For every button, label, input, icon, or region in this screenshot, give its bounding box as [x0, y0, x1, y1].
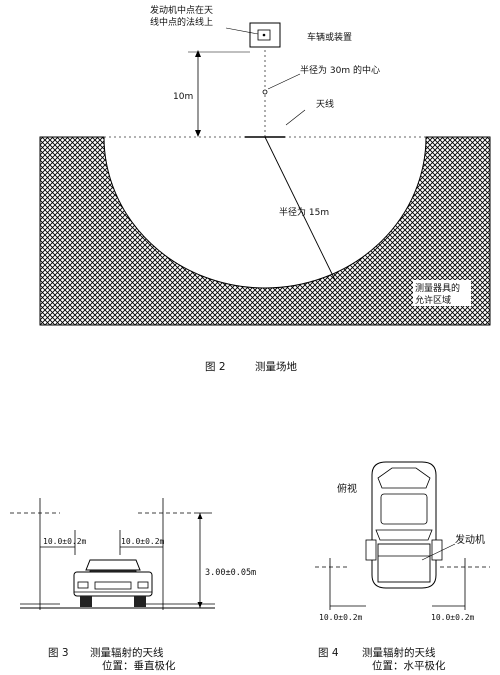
caption-title: 测量辐射的天线	[90, 646, 164, 659]
top-view-label: 俯视	[337, 482, 357, 495]
dim-right-label: 10.0±0.2m	[431, 613, 475, 622]
radius-label: 半径为 15m	[279, 206, 329, 218]
leader-engine	[225, 27, 259, 35]
caption-sub: 位置：水平极化	[372, 659, 446, 672]
vehicle-label: 车辆或装置	[307, 31, 352, 43]
figure-3: 10.0±0.2m 10.0±0.2m 3.00±0.05m 图 3 测量辐射的…	[10, 498, 256, 672]
caption-number: 图 3	[48, 647, 69, 659]
figure-2: 发动机中点在天 线中点的法线上 车辆或装置 半径为 30m 的中心 10m 天线…	[39, 4, 491, 373]
engine-note-line2: 线中点的法线上	[150, 16, 213, 28]
height-label: 3.00±0.05m	[205, 568, 256, 578]
car-top-view	[365, 461, 443, 589]
center-30m-icon	[262, 89, 268, 95]
caption-number: 图 2	[205, 361, 226, 373]
car-front-view	[73, 559, 153, 607]
height-arrow-down-icon	[197, 602, 203, 608]
arrow-up-icon	[195, 50, 201, 57]
engine-label: 发动机	[455, 533, 485, 546]
engine-center-dot	[262, 33, 266, 37]
area-label-bg	[413, 280, 471, 306]
area-label-line2: 允许区域	[415, 294, 451, 306]
dim-left-label: 10.0±0.2m	[319, 613, 363, 622]
center-label: 半径为 30m 的中心	[300, 64, 380, 76]
height-arrow-up-icon	[197, 513, 203, 519]
leader-engine	[421, 543, 456, 561]
caption-sub: 位置：垂直极化	[102, 659, 176, 672]
caption-title: 测量场地	[255, 360, 297, 373]
figure-4: 俯视 发动机 10.0±0.2m 10.0±0.2m 图 4 测量辐射的天线 位…	[315, 461, 490, 672]
antenna-label: 天线	[316, 98, 334, 110]
dim-right-label: 10.0±0.2m	[121, 537, 165, 546]
distance-label: 10m	[173, 92, 193, 102]
leader-center	[267, 73, 301, 90]
area-label-line1: 测量器具的	[415, 282, 460, 294]
field-hatch	[39, 136, 491, 326]
engine-note-line1: 发动机中点在天	[150, 4, 213, 16]
arrow-down-icon	[195, 130, 201, 137]
dim-left-label: 10.0±0.2m	[43, 537, 87, 546]
caption-number: 图 4	[318, 647, 339, 659]
leader-antenna	[285, 109, 306, 126]
caption-title: 测量辐射的天线	[362, 646, 436, 659]
radius-line	[264, 136, 336, 281]
